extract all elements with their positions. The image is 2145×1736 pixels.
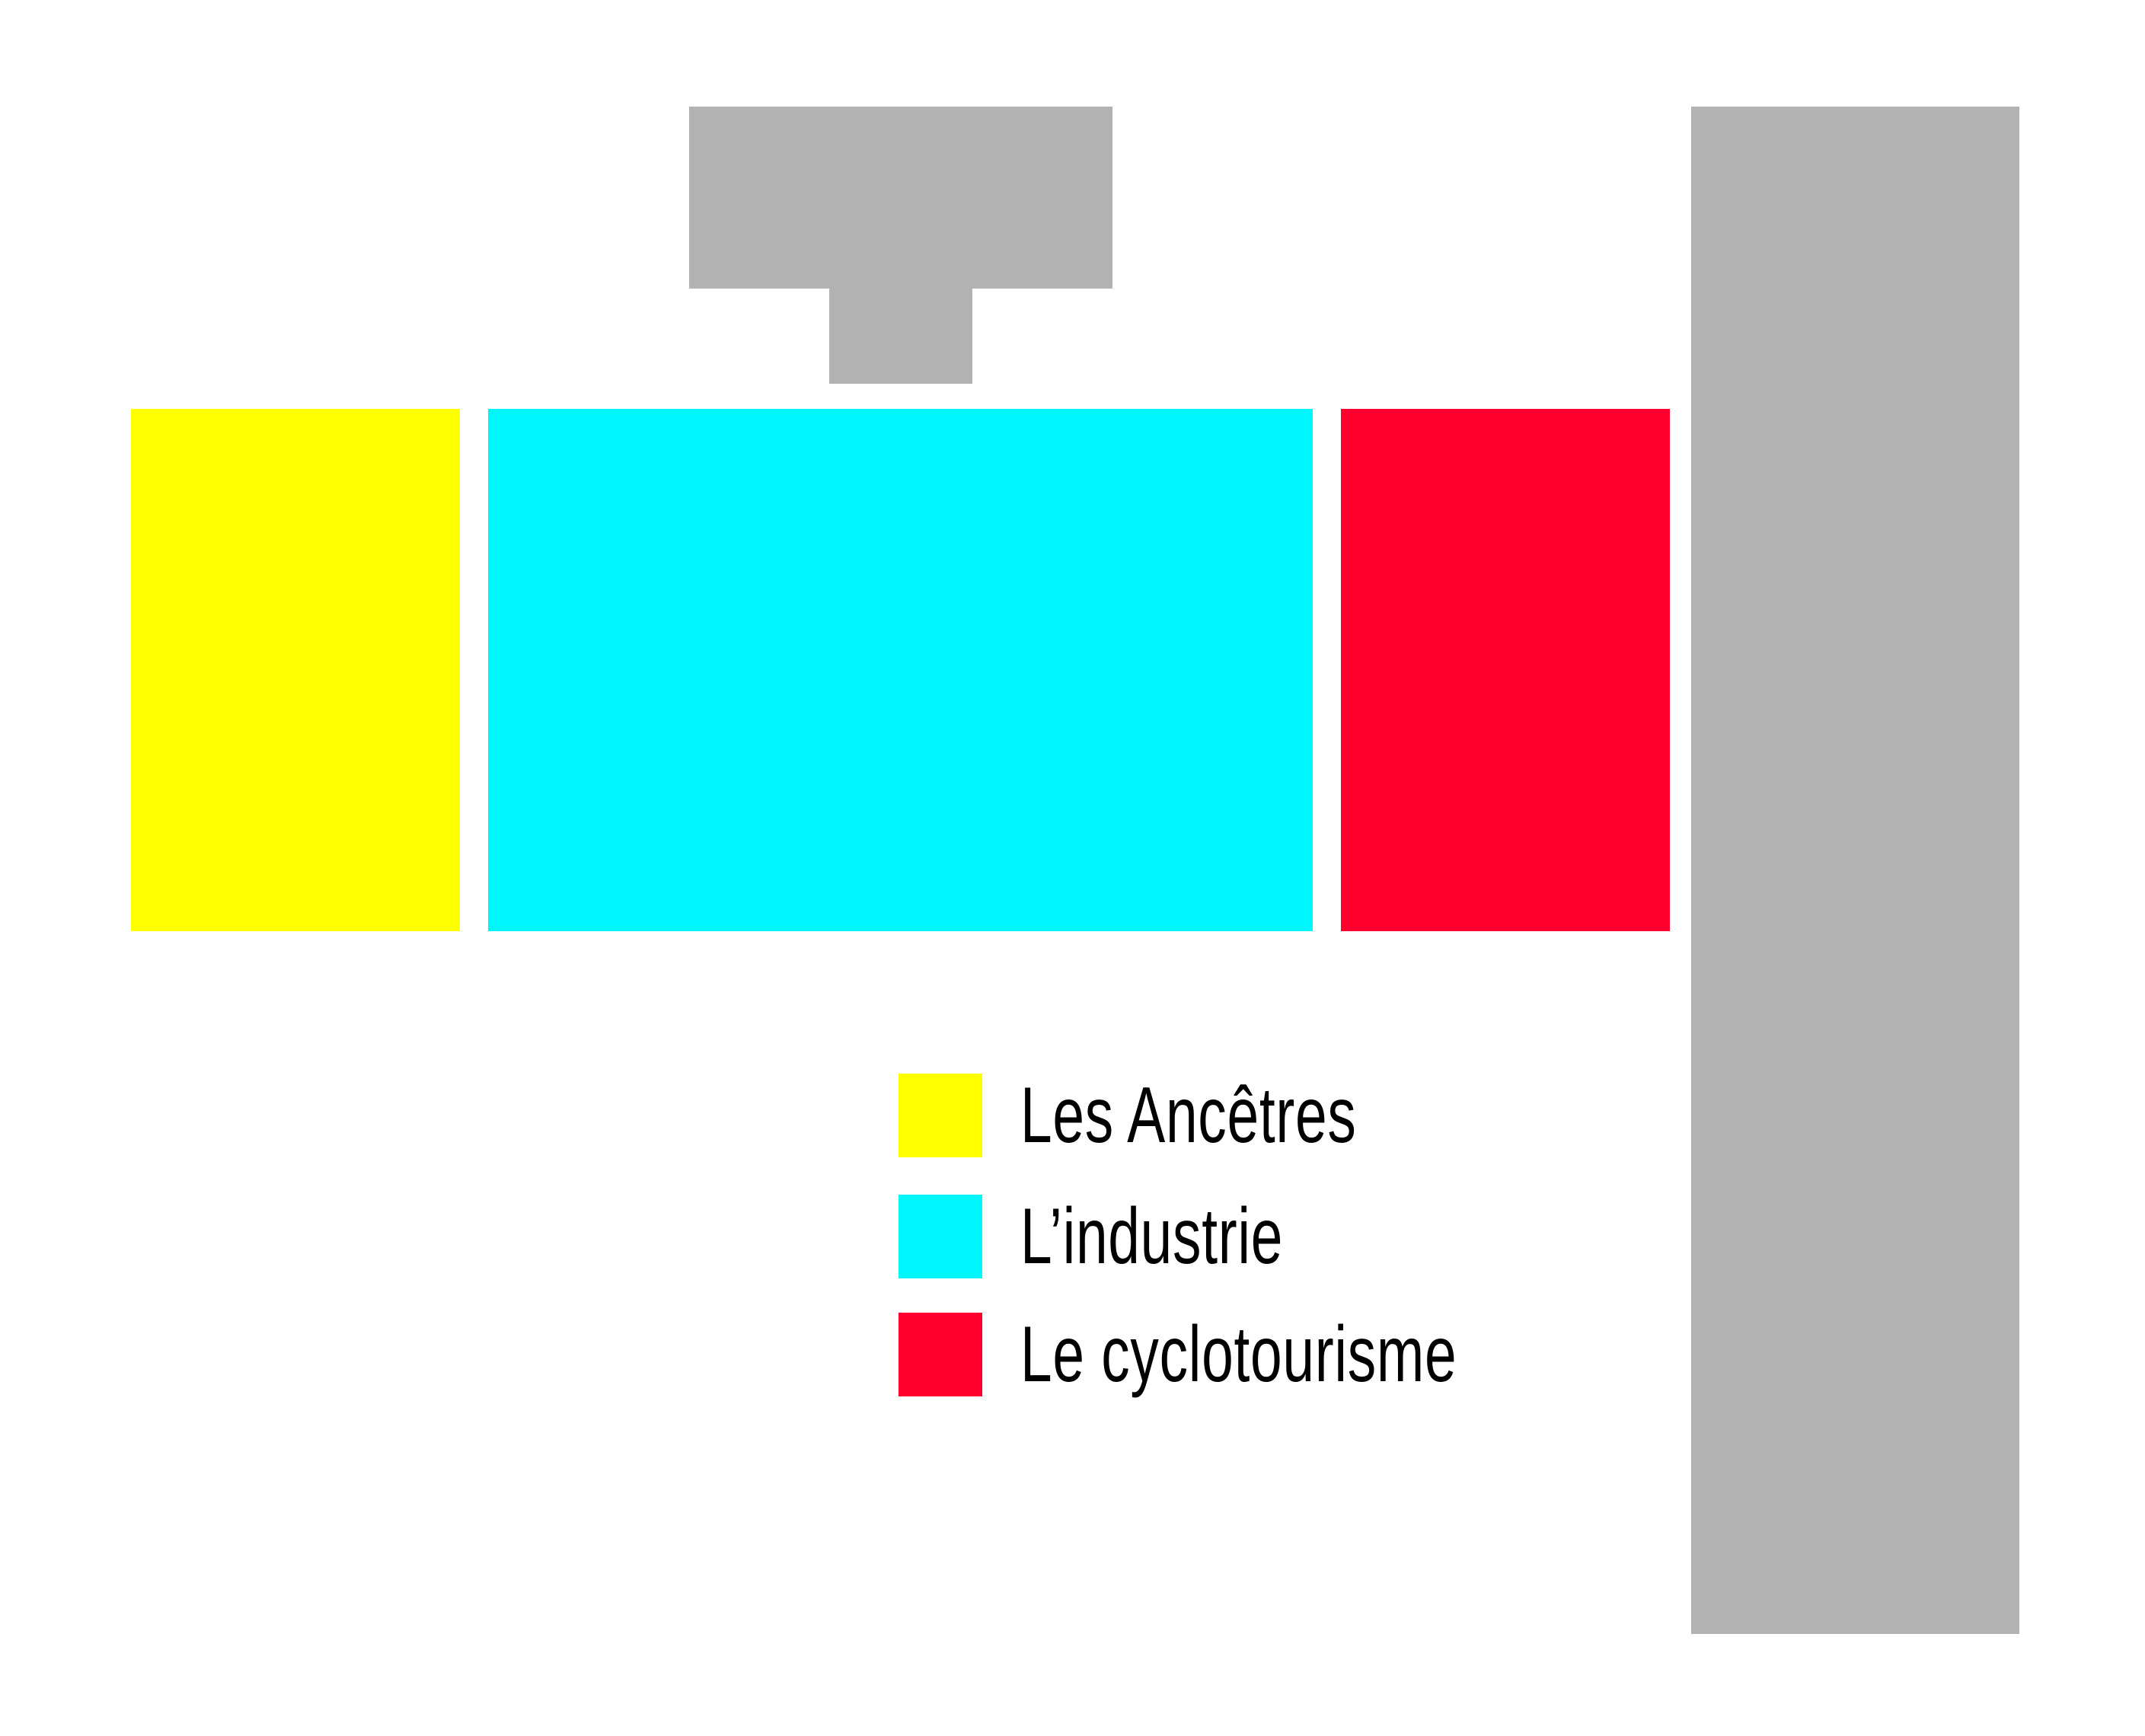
legend-item-l-industrie: L’industrie: [899, 1192, 1584, 1281]
legend-swatch: [899, 1313, 982, 1396]
legend-label: L’industrie: [1020, 1192, 1284, 1281]
top-building-block: [689, 107, 1112, 289]
zone-le-cyclotourisme: [1341, 409, 1670, 931]
legend-item-le-cyclotourisme: Le cyclotourisme: [899, 1310, 1584, 1399]
zone-les-ancetres: [131, 409, 460, 931]
legend-swatch: [899, 1195, 982, 1278]
legend-label: Les Ancêtres: [1020, 1071, 1357, 1160]
top-building-connector: [829, 286, 972, 384]
legend-swatch: [899, 1074, 982, 1157]
right-building-block: [1691, 107, 2019, 1634]
zone-l-industrie: [488, 409, 1313, 931]
legend-label: Le cyclotourisme: [1020, 1310, 1457, 1399]
legend-item-les-ancetres: Les Ancêtres: [899, 1071, 1584, 1160]
